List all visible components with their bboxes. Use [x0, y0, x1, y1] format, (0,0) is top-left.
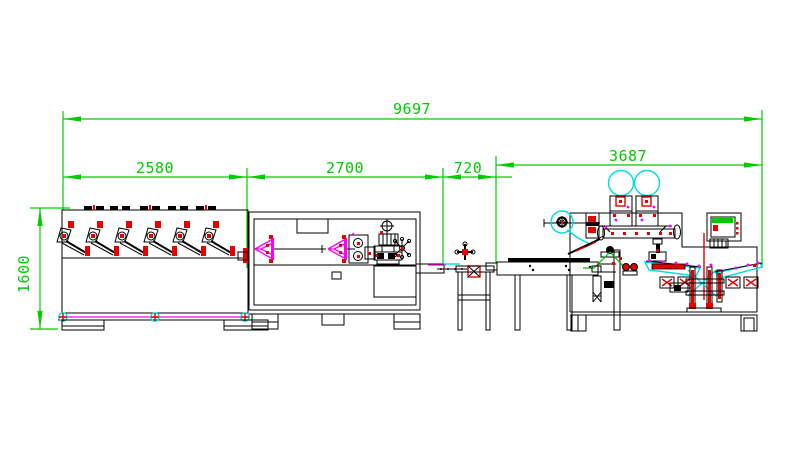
dimension-annotations: 9697 2580 2700 720 3687 1600	[15, 100, 763, 330]
folding-unit-icon	[648, 238, 667, 264]
dim-transfer-section-label: 720	[454, 159, 483, 177]
machine-feet	[570, 314, 758, 332]
hmi-screen-banner	[712, 218, 733, 223]
film-roll-holder-icon	[600, 195, 672, 233]
gearbox-icon	[348, 232, 369, 264]
dim-machine-height-label: 1600	[15, 255, 33, 293]
tension-unit-icon	[567, 212, 604, 255]
machine-feet	[251, 313, 421, 330]
sealing-beam-icon	[597, 224, 681, 241]
dim-overall-length-label: 9697	[393, 100, 431, 118]
unwind-station-row	[56, 220, 236, 257]
unwind-machine	[56, 205, 269, 331]
infeed-conveyor	[485, 258, 616, 331]
packing-machine	[543, 169, 764, 332]
dim-packing-section-label: 3687	[609, 147, 647, 165]
star-wheel-icon	[392, 236, 412, 260]
dim-forming-section-label: 2700	[326, 159, 364, 177]
film-roll-icon	[607, 169, 661, 197]
vertical-drive-assembly-icon	[364, 219, 403, 265]
dim-unwind-section-label: 2580	[136, 159, 174, 177]
gripper-arm-icon	[327, 234, 356, 264]
discharge-tray-left-icon	[643, 259, 702, 277]
transfer-stand	[428, 241, 495, 331]
forming-head-icon	[583, 246, 638, 276]
machine-feet	[61, 319, 269, 331]
top-comb-rail-icon	[84, 205, 216, 210]
elevator-assembly-icon	[669, 233, 729, 313]
forming-machine	[248, 211, 445, 330]
outfeed-guide-icon	[237, 248, 249, 263]
hmi-panel	[706, 212, 742, 248]
spare-film-roll-icon	[550, 210, 591, 245]
stand-frame	[455, 265, 495, 331]
junction-bracket-icon	[592, 275, 614, 303]
gripper-arm-icon	[254, 234, 283, 264]
